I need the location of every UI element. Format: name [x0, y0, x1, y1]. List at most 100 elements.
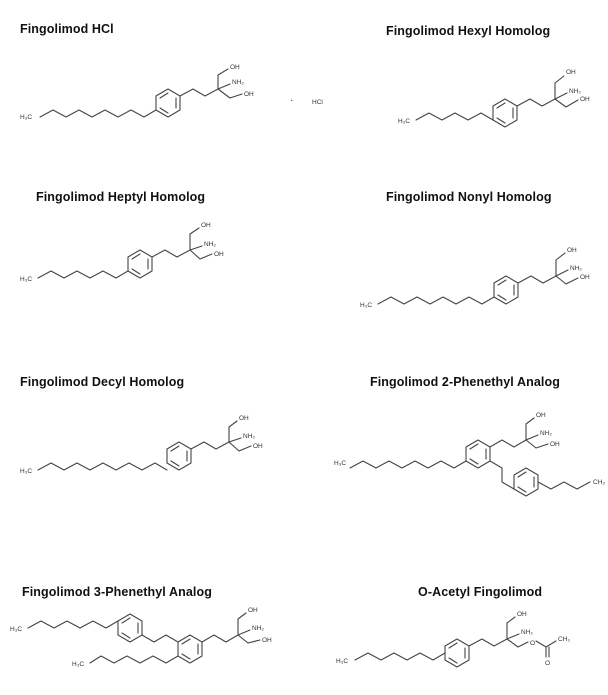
compound-title-3-phenethyl-analog: Fingolimod 3-Phenethyl Analog — [22, 585, 212, 599]
amino-bond — [228, 437, 242, 443]
nh2-label: NH₂ — [243, 433, 255, 440]
amino-bond — [237, 629, 251, 636]
nh2-label: NH₂ — [540, 430, 552, 437]
alkyl-chain — [377, 296, 495, 305]
ring-double-bonds — [497, 279, 507, 286]
linker-chain — [190, 441, 230, 450]
amino-bond — [525, 434, 539, 441]
ch3-label: H₃C — [20, 468, 32, 475]
ring-b-double-bonds — [517, 471, 527, 478]
ring-double-bonds — [448, 642, 458, 649]
ring-double-bonds-3 — [497, 294, 507, 301]
alkyl-chain-b — [537, 481, 591, 490]
ch3-label: H₃C — [20, 114, 32, 121]
hydroxymethyl-right — [525, 439, 549, 449]
linker-chain — [468, 638, 508, 647]
structure-2-phenethyl-analog: H₃C OH NH₂ OH CH₃ — [334, 412, 605, 497]
oh-label: OH — [230, 64, 240, 71]
salt-dot: · — [290, 95, 293, 106]
oh-label: OH — [214, 251, 224, 258]
ch3-label: H₃C — [360, 302, 372, 309]
ring-double-bonds — [496, 102, 506, 109]
amino-bond — [217, 83, 231, 90]
hydroxymethyl-right — [217, 88, 243, 99]
phenethyl-linker — [141, 634, 179, 643]
structure-decyl-homolog: H₃C OH NH₂ OH — [20, 415, 263, 475]
oh-label: OH — [517, 611, 527, 618]
oh-label: OH — [253, 443, 263, 450]
oh-label: OH — [550, 441, 560, 448]
oh-label: OH — [536, 412, 546, 419]
ester-o-label: O — [530, 640, 535, 647]
phenethyl-linker — [489, 460, 515, 490]
oh-label: OH — [248, 607, 258, 614]
oh-label: OH — [580, 274, 590, 281]
linker-chain — [517, 275, 557, 284]
linker-chain — [489, 439, 527, 448]
structure-3-phenethyl-analog: H₃C H₃C OH NH₂ OH — [10, 607, 272, 668]
benzene-ring-a — [117, 613, 143, 643]
ch3-label: H₃C — [10, 626, 22, 633]
alkyl-chain-b — [89, 655, 179, 664]
ring-double-bonds — [159, 92, 169, 99]
ring-double-bonds — [170, 445, 180, 452]
hydroxymethyl-right — [228, 441, 252, 452]
oh-label: OH — [580, 96, 590, 103]
oh-label: OH — [201, 222, 211, 229]
amino-bond — [189, 245, 203, 251]
hydroxymethyl-top — [506, 616, 516, 640]
compound-title-heptyl-homolog: Fingolimod Heptyl Homolog — [36, 190, 206, 204]
oh-label: OH — [567, 247, 577, 254]
hydroxymethyl-top — [237, 612, 247, 636]
oh-label: OH — [244, 91, 254, 98]
ring-double-bonds — [131, 253, 141, 260]
oh-label: OH — [239, 415, 249, 422]
alkyl-chain — [27, 620, 119, 629]
ester-chain — [506, 638, 529, 648]
amino-bond — [554, 92, 568, 100]
acetyl-ch3-label: CH₃ — [558, 636, 570, 643]
alkyl-chain — [37, 270, 129, 279]
ch3-end-label: CH₃ — [593, 479, 605, 486]
nh2-label: NH₂ — [232, 79, 244, 86]
ring-b-double-bonds-3 — [517, 486, 527, 493]
nh2-label: NH₂ — [570, 265, 582, 272]
ring-double-bonds — [469, 443, 479, 450]
ch3-label: H₃C — [334, 460, 346, 467]
ring-double-bonds-3 — [159, 107, 169, 114]
ch3-label: H₃C — [20, 276, 32, 283]
structure-o-acetyl-fingolimod: H₃C OH NH₂ O CH₃ O — [336, 611, 570, 668]
ch3-label-b: H₃C — [72, 661, 84, 668]
compound-title-o-acetyl: O-Acetyl Fingolimod — [418, 585, 543, 599]
nh2-label: NH₂ — [521, 629, 533, 636]
linker-chain — [179, 88, 219, 97]
alkyl-chain — [354, 652, 446, 661]
ch3-label: H₃C — [336, 658, 348, 665]
hydroxymethyl-top — [525, 417, 535, 441]
alkyl-chain — [349, 460, 467, 469]
compound-title-hexyl-homolog: Fingolimod Hexyl Homolog — [386, 24, 551, 38]
carbonyl-o-label: O — [545, 660, 550, 667]
alkyl-chain — [39, 109, 157, 118]
linker-chain — [201, 634, 239, 643]
hydroxymethyl-top — [189, 227, 200, 251]
amino-bond — [506, 633, 520, 640]
ring-double-bonds-3 — [496, 117, 506, 124]
compound-title-fingolimod-hcl: Fingolimod HCl — [20, 22, 114, 36]
alkyl-chain — [415, 112, 494, 121]
alkyl-chain — [37, 462, 168, 471]
hydroxymethyl-right — [237, 634, 261, 644]
hydroxymethyl-top — [217, 68, 229, 90]
acetyl-bond — [535, 640, 557, 648]
hydroxymethyl-top — [554, 75, 565, 100]
linker-chain — [516, 98, 556, 107]
structure-fingolimod-hcl: H₃C OH NH₂ OH · HCl — [20, 64, 323, 121]
hydroxymethyl-top — [555, 252, 566, 277]
nh2-label: NH₂ — [204, 241, 216, 248]
amino-bond — [555, 269, 569, 277]
hydroxymethyl-right — [189, 249, 213, 260]
hydroxymethyl-right — [554, 98, 579, 108]
ring-double-bonds-3 — [448, 657, 458, 664]
oh-label: OH — [262, 637, 272, 644]
